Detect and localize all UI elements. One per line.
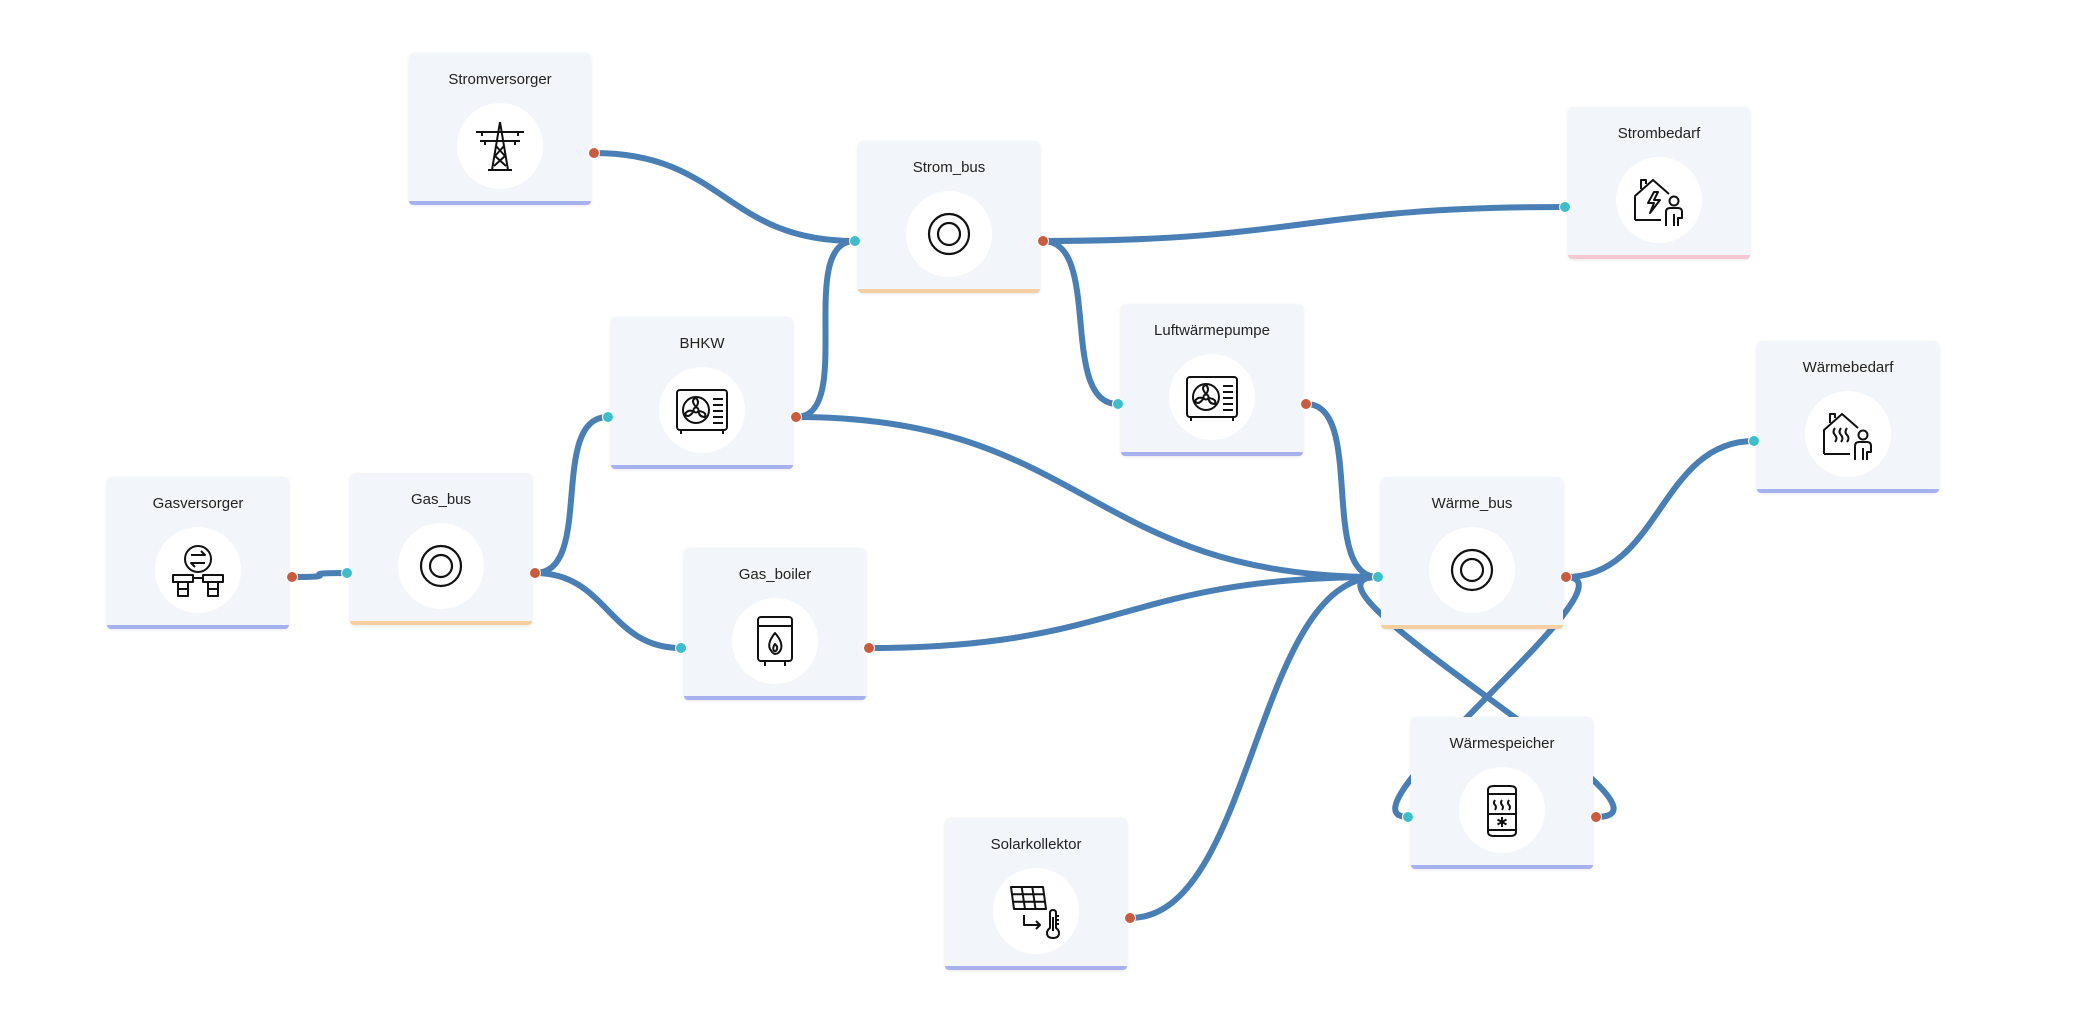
node-type-bar bbox=[107, 625, 289, 629]
bus-ring-icon bbox=[927, 212, 971, 256]
edge-gasversorger-to-gas_bus[interactable] bbox=[289, 570, 350, 580]
input-port[interactable] bbox=[675, 642, 687, 654]
edge-waermespeicher-to-waerme_bus[interactable] bbox=[1357, 574, 1617, 820]
node-solarkollektor[interactable]: Solarkollektor bbox=[945, 818, 1136, 970]
node-title: Wärmebedarf bbox=[1802, 359, 1894, 376]
edge-bhkw-to-waerme_bus[interactable] bbox=[793, 414, 1381, 580]
node-gas-bus[interactable]: Gas_bus bbox=[341, 473, 541, 625]
node-waerme-bus[interactable]: Wärme_bus bbox=[1372, 477, 1572, 629]
edge-luftwaermepumpe-to-waerme_bus[interactable] bbox=[1303, 401, 1381, 580]
gas-supply-icon bbox=[172, 545, 224, 597]
input-port[interactable] bbox=[341, 567, 353, 579]
node-title: Stromversorger bbox=[448, 71, 552, 88]
edge-stromversorger-to-strom_bus[interactable] bbox=[591, 150, 858, 244]
node-type-bar bbox=[945, 966, 1127, 970]
output-port[interactable] bbox=[588, 147, 600, 159]
input-port[interactable] bbox=[602, 411, 614, 423]
node-title: Gas_boiler bbox=[738, 566, 812, 583]
heat-storage-icon bbox=[1487, 785, 1517, 837]
node-title: Strom_bus bbox=[912, 159, 986, 176]
output-port[interactable] bbox=[790, 411, 802, 423]
input-port[interactable] bbox=[1372, 571, 1384, 583]
input-port[interactable] bbox=[1748, 435, 1760, 447]
node-type-bar bbox=[1121, 452, 1303, 456]
node-title: Luftwärmepumpe bbox=[1154, 322, 1270, 339]
edge-bhkw-to-strom_bus[interactable] bbox=[793, 238, 858, 420]
node-strombedarf[interactable]: Strombedarf bbox=[1559, 107, 1750, 259]
node-title: Wärmespeicher bbox=[1449, 735, 1555, 752]
node-type-bar bbox=[858, 289, 1040, 293]
output-port[interactable] bbox=[1124, 912, 1136, 924]
output-port[interactable] bbox=[1590, 811, 1602, 823]
chp-unit-icon bbox=[676, 389, 728, 434]
input-port[interactable] bbox=[1402, 811, 1414, 823]
node-type-bar bbox=[1381, 625, 1563, 629]
solar-collector-icon bbox=[1010, 886, 1060, 939]
node-gasversorger[interactable]: Gasversorger bbox=[107, 477, 298, 629]
node-title: Wärme_bus bbox=[1431, 495, 1513, 512]
node-type-bar bbox=[350, 621, 532, 625]
edge-gas_bus-to-gas_boiler[interactable] bbox=[532, 570, 684, 651]
output-port[interactable] bbox=[1300, 398, 1312, 410]
node-title: Strombedarf bbox=[1617, 125, 1701, 142]
node-title: Gas_bus bbox=[410, 491, 472, 508]
node-title: Gasversorger bbox=[152, 495, 244, 512]
heat-pump-icon bbox=[1186, 376, 1238, 421]
node-waermespeicher[interactable]: Wärmespeicher bbox=[1402, 717, 1602, 869]
node-type-bar bbox=[611, 465, 793, 469]
edge-gas_bus-to-bhkw[interactable] bbox=[532, 414, 611, 576]
output-port[interactable] bbox=[1560, 571, 1572, 583]
node-title: BHKW bbox=[679, 335, 725, 352]
output-port[interactable] bbox=[1037, 235, 1049, 247]
output-port[interactable] bbox=[529, 567, 541, 579]
output-port[interactable] bbox=[286, 571, 298, 583]
gas-boiler-icon bbox=[757, 616, 793, 666]
power-pylon-icon bbox=[476, 121, 524, 171]
bus-ring-icon bbox=[419, 544, 463, 588]
house-heat-demand-icon bbox=[1823, 413, 1872, 460]
node-bhkw[interactable]: BHKW bbox=[602, 317, 802, 469]
node-type-bar bbox=[1411, 865, 1593, 869]
edge-strom_bus-to-strombedarf[interactable] bbox=[1040, 204, 1568, 244]
bus-ring-icon bbox=[1450, 548, 1494, 592]
node-luftwaermepumpe[interactable]: Luftwärmepumpe bbox=[1112, 304, 1312, 456]
node-type-bar bbox=[409, 201, 591, 205]
edge-solarkollektor-to-waerme_bus[interactable] bbox=[1127, 574, 1381, 921]
house-electric-demand-icon bbox=[1634, 179, 1683, 226]
node-type-bar bbox=[1757, 489, 1939, 493]
edge-waerme_bus-to-waermebedarf[interactable] bbox=[1563, 438, 1757, 580]
edge-gas_boiler-to-waerme_bus[interactable] bbox=[866, 574, 1381, 651]
edge-strom_bus-to-luftwaermepumpe[interactable] bbox=[1040, 238, 1121, 407]
node-type-bar bbox=[1568, 255, 1750, 259]
input-port[interactable] bbox=[849, 235, 861, 247]
input-port[interactable] bbox=[1559, 201, 1571, 213]
node-gas-boiler[interactable]: Gas_boiler bbox=[675, 548, 875, 700]
node-waermebedarf[interactable]: Wärmebedarf bbox=[1748, 341, 1939, 493]
node-type-bar bbox=[684, 696, 866, 700]
node-stromversorger[interactable]: Stromversorger bbox=[409, 53, 600, 205]
output-port[interactable] bbox=[863, 642, 875, 654]
node-title: Solarkollektor bbox=[990, 836, 1082, 853]
input-port[interactable] bbox=[1112, 398, 1124, 410]
node-strom-bus[interactable]: Strom_bus bbox=[849, 141, 1049, 293]
